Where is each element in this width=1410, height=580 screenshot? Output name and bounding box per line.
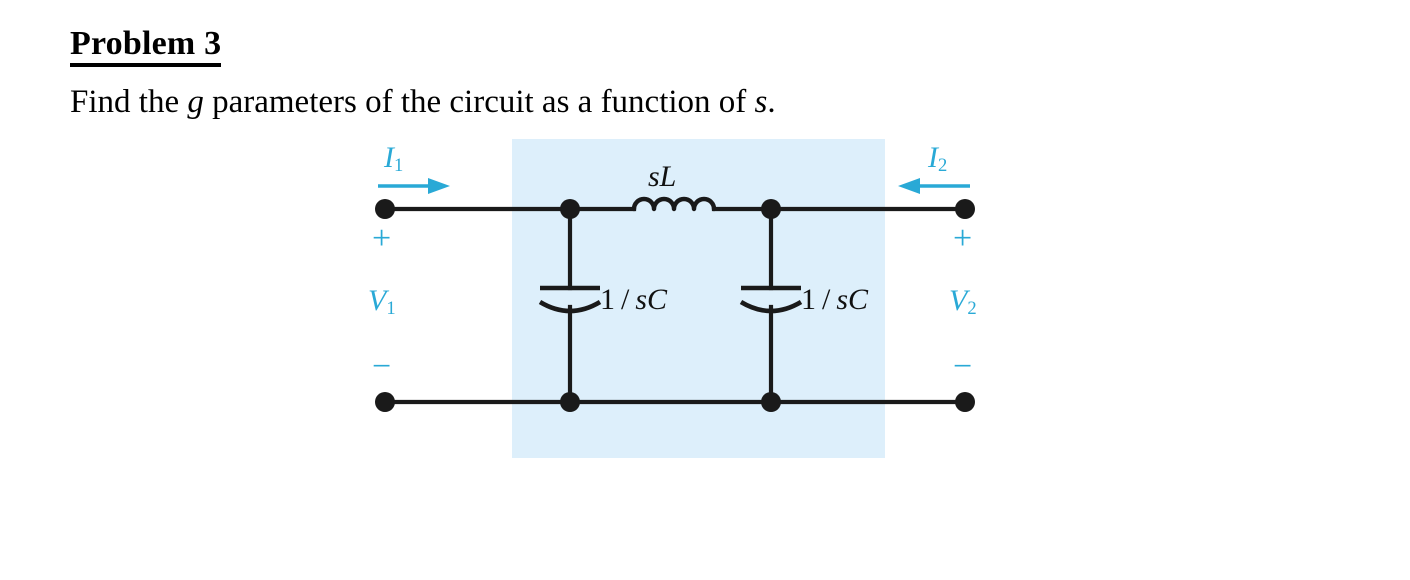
label-inductor-sl: sL xyxy=(648,160,677,193)
polarity-minus-left: − xyxy=(372,348,392,385)
label-voltage-v2: V2 xyxy=(949,284,977,320)
prompt-part-3: . xyxy=(767,84,776,120)
junction-dot-a-bottom xyxy=(560,392,580,412)
junction-dot-b-top xyxy=(761,199,781,219)
current-arrow-right-head xyxy=(898,178,920,194)
prompt-italic-s: s xyxy=(754,84,768,120)
current-arrow-left-head xyxy=(428,178,450,194)
prompt-part-1: Find the xyxy=(70,84,188,120)
prompt-italic-g: g xyxy=(187,84,204,120)
terminal-dot-input-bottom xyxy=(375,392,395,412)
terminal-dot-output-top xyxy=(955,199,975,219)
polarity-plus-right: + xyxy=(953,220,973,257)
prompt-part-2: parameters of the circuit as a function … xyxy=(203,84,755,120)
page-title: Problem 3 xyxy=(70,25,222,67)
label-capacitor-left: 1 / sC xyxy=(600,283,668,316)
terminal-dot-input-top xyxy=(375,199,395,219)
polarity-plus-left: + xyxy=(372,220,392,257)
junction-dot-a-top xyxy=(560,199,580,219)
problem-heading-text: Problem 3 xyxy=(70,25,222,62)
problem-statement: Find the g parameters of the circuit as … xyxy=(70,84,776,121)
label-current-i2: I2 xyxy=(928,141,948,177)
junction-dot-b-bottom xyxy=(761,392,781,412)
label-capacitor-right: 1 / sC xyxy=(801,283,869,316)
label-voltage-v1: V1 xyxy=(368,284,396,320)
title-underline xyxy=(70,62,222,67)
label-current-i1: I1 xyxy=(384,141,404,177)
inductor-coil xyxy=(631,196,717,212)
polarity-minus-right: − xyxy=(953,348,973,385)
terminal-dot-output-bottom xyxy=(955,392,975,412)
